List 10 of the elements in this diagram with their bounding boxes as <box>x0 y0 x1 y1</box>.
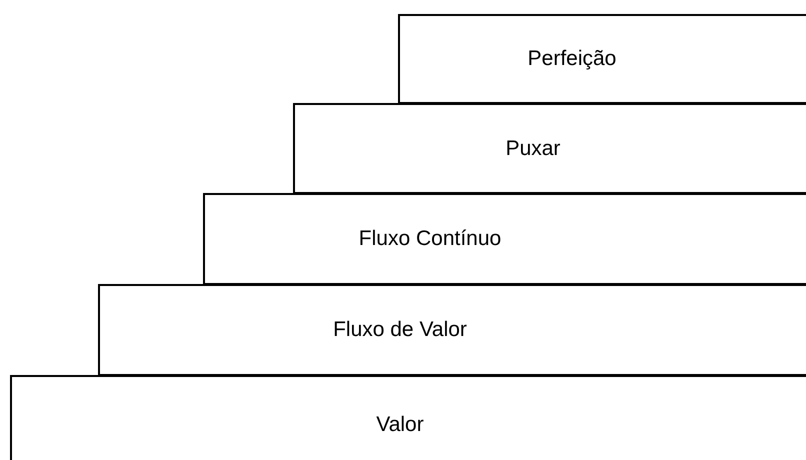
step-label: Fluxo de Valor <box>333 318 467 342</box>
step-box <box>398 14 806 104</box>
step-label: Perfeição <box>528 47 616 71</box>
step-box <box>98 284 806 376</box>
step-box <box>10 375 806 460</box>
step-label: Puxar <box>506 136 560 160</box>
step-label: Valor <box>376 413 424 437</box>
step-box <box>203 193 806 285</box>
step-label: Fluxo Contínuo <box>358 227 502 251</box>
step-box <box>293 103 806 194</box>
